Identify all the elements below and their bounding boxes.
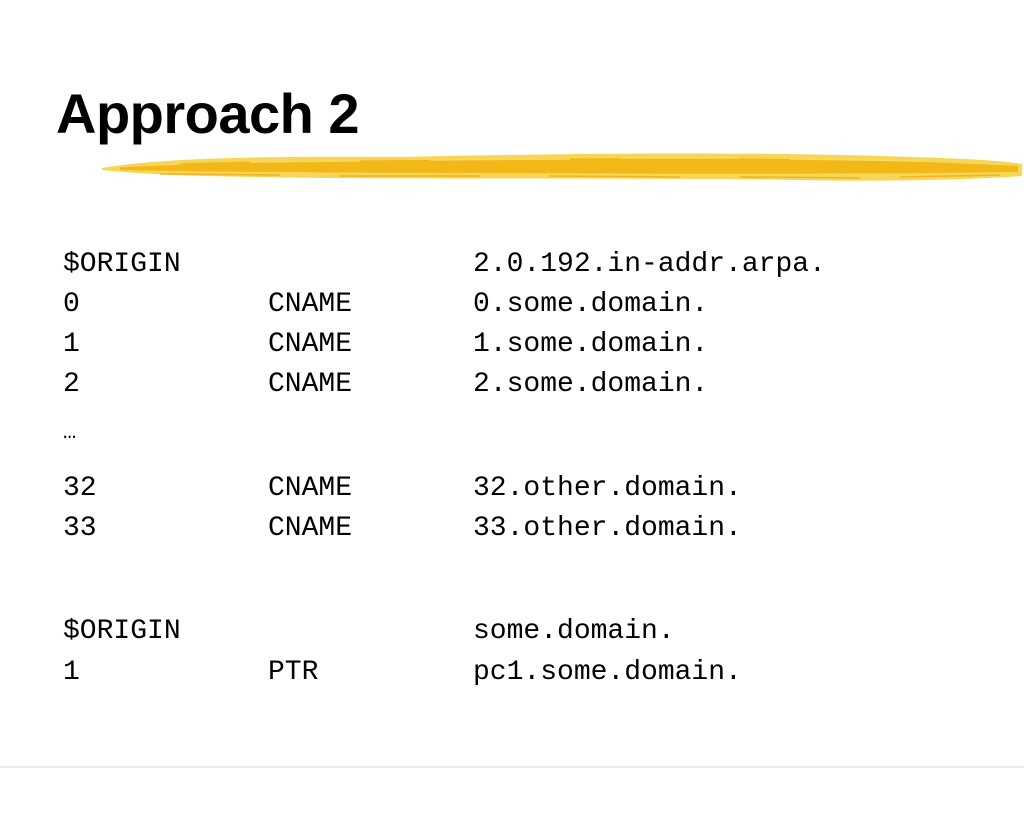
- record-row: $ORIGIN 2.0.192.in-addr.arpa.: [63, 248, 963, 282]
- record-target: 1.some.domain.: [473, 329, 709, 360]
- record-name: $ORIGIN: [63, 249, 181, 280]
- bottom-divider: [0, 766, 1024, 768]
- record-type: PTR: [268, 657, 319, 688]
- record-name: 1: [63, 329, 80, 360]
- slide-title: Approach 2: [56, 82, 360, 145]
- record-row: 2 CNAME 2.some.domain.: [63, 368, 963, 402]
- record-name: 32: [63, 473, 97, 504]
- record-target: some.domain.: [473, 616, 675, 647]
- record-type: CNAME: [268, 369, 353, 400]
- highlighter-stroke: [102, 153, 1022, 181]
- record-name: 0: [63, 289, 80, 320]
- record-name: 33: [63, 513, 97, 544]
- record-row: 1 PTR pc1.some.domain.: [63, 656, 963, 690]
- record-name: $ORIGIN: [63, 616, 181, 647]
- record-row: 0 CNAME 0.some.domain.: [63, 288, 963, 322]
- record-type: CNAME: [268, 329, 353, 360]
- record-target: 0.some.domain.: [473, 289, 709, 320]
- record-type: CNAME: [268, 473, 353, 504]
- record-target: 2.0.192.in-addr.arpa.: [473, 249, 826, 280]
- record-row: $ORIGIN some.domain.: [63, 615, 963, 649]
- record-row: 1 CNAME 1.some.domain.: [63, 328, 963, 362]
- record-row: 32 CNAME 32.other.domain.: [63, 472, 963, 506]
- record-name: 2: [63, 369, 80, 400]
- record-target: 33.other.domain.: [473, 513, 742, 544]
- record-type: CNAME: [268, 513, 353, 544]
- record-target: 32.other.domain.: [473, 473, 742, 504]
- slide: Approach 2 $ORIGIN 2.0.192.in-addr.arpa.…: [0, 82, 1024, 768]
- ellipsis: …: [63, 420, 77, 445]
- record-target: 2.some.domain.: [473, 369, 709, 400]
- record-target: pc1.some.domain.: [473, 657, 742, 688]
- record-row: 33 CNAME 33.other.domain.: [63, 512, 963, 546]
- record-type: CNAME: [268, 289, 353, 320]
- record-name: 1: [63, 657, 80, 688]
